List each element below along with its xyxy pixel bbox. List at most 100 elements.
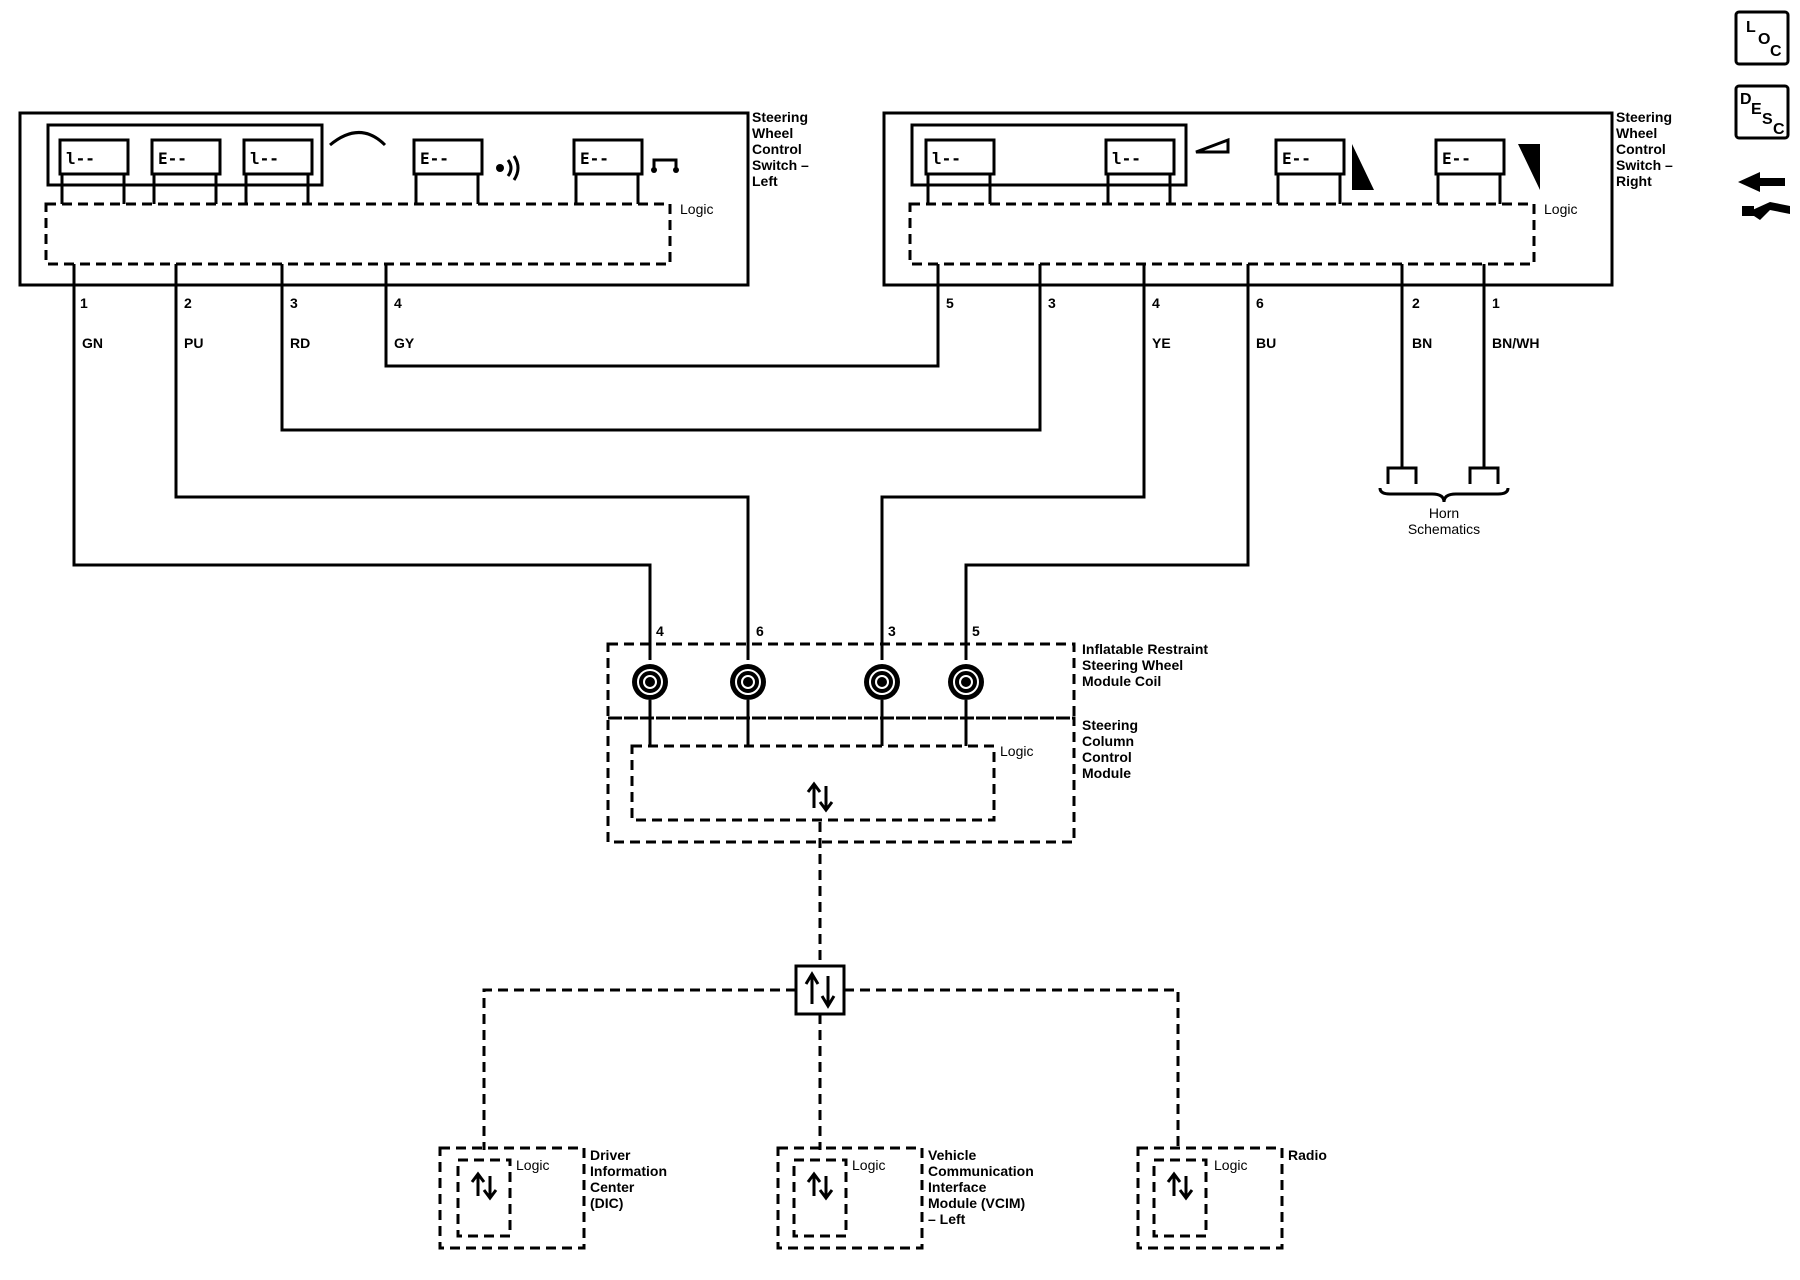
radio-module: Logic Radio <box>1136 1146 1327 1250</box>
svg-text:RD: RD <box>290 335 310 351</box>
vcim-name: Vehicle Communication Interface Module (… <box>928 1147 1034 1227</box>
svg-text:BN/WH: BN/WH <box>1492 335 1539 351</box>
switch-left-logic-label: Logic <box>680 201 713 217</box>
svg-text:L: L <box>1746 19 1756 36</box>
switch-right-name: Steering Wheel Control Switch – Right <box>1616 109 1673 189</box>
wire-rd <box>280 264 1042 432</box>
svg-text:Steering: Steering <box>1082 717 1138 733</box>
svg-text:YE: YE <box>1152 335 1171 351</box>
data-arrows-icon <box>470 1171 498 1201</box>
svg-text:Center: Center <box>590 1179 635 1195</box>
svg-text:2: 2 <box>1412 295 1420 311</box>
svg-text:Driver: Driver <box>590 1147 631 1163</box>
switch-right-logic-label: Logic <box>1544 201 1577 217</box>
switch-left-logic <box>44 202 672 266</box>
svg-text:E: E <box>1751 101 1762 118</box>
svg-text:E--: E-- <box>420 149 449 168</box>
svg-text:l--: l-- <box>250 149 279 168</box>
svg-text:C: C <box>1773 121 1785 138</box>
wire-pu <box>174 264 750 660</box>
dic-module: Logic Driver Information Center (DIC) <box>438 1146 667 1250</box>
svg-text:l--: l-- <box>1112 149 1141 168</box>
switch-left-5: E-- <box>572 138 644 176</box>
coil-spiral-icon <box>864 664 900 700</box>
sccm-logic <box>630 744 996 822</box>
coil-module: 4 6 3 5 Inflatable Restraint Steering Wh… <box>606 623 1208 720</box>
svg-text:Switch –: Switch – <box>1616 157 1673 173</box>
svg-text:Vehicle: Vehicle <box>928 1147 976 1163</box>
wrench-arrow-icon[interactable] <box>1738 172 1790 220</box>
switch-left-name: Steering Wheel Control Switch – Left <box>752 109 809 189</box>
svg-text:5: 5 <box>946 295 954 311</box>
switch-left-module: l-- E-- l-- E-- E-- Lo <box>18 109 809 287</box>
svg-text:BU: BU <box>1256 335 1276 351</box>
svg-text:4: 4 <box>656 623 664 639</box>
desc-icon[interactable]: D E S C <box>1734 84 1790 140</box>
svg-text:4: 4 <box>394 295 402 311</box>
hangup-icon <box>651 158 679 173</box>
svg-text:Information: Information <box>590 1163 667 1179</box>
switch-left-3: l-- <box>242 138 314 176</box>
svg-text:Left: Left <box>752 173 778 189</box>
svg-text:5: 5 <box>972 623 980 639</box>
data-arrows-icon <box>1166 1171 1194 1201</box>
switch-right-1: l-- <box>924 138 996 176</box>
svg-text:Wheel: Wheel <box>1616 125 1657 141</box>
svg-text:6: 6 <box>1256 295 1264 311</box>
data-arrows-icon <box>806 781 834 813</box>
sccm-name: Steering Column Control Module <box>1082 717 1138 781</box>
svg-text:Steering: Steering <box>752 109 808 125</box>
switch-left-1: l-- <box>58 138 130 176</box>
switch-right-logic <box>908 202 1536 266</box>
svg-text:O: O <box>1758 31 1770 48</box>
loc-icon[interactable]: L O C <box>1734 10 1790 66</box>
svg-text:4: 4 <box>1152 295 1160 311</box>
coil-spiral-icon <box>730 664 766 700</box>
svg-text:– Left: – Left <box>928 1211 966 1227</box>
switch-left-4: E-- <box>412 138 484 176</box>
svg-text:Communication: Communication <box>928 1163 1034 1179</box>
horn-connector[interactable]: Horn Schematics <box>1378 466 1510 537</box>
coil-name: Inflatable Restraint Steering Wheel Modu… <box>1082 641 1208 689</box>
wire-ye <box>880 264 1146 660</box>
svg-text:3: 3 <box>888 623 896 639</box>
svg-text:C: C <box>1770 43 1782 60</box>
pin-labels-right: 5 3 4 YE 6 BU 2 BN 1 BN/WH <box>946 295 1539 351</box>
serial-data-icon[interactable] <box>794 964 846 1016</box>
svg-text:3: 3 <box>1048 295 1056 311</box>
svg-text:Module Coil: Module Coil <box>1082 673 1161 689</box>
svg-text:Control: Control <box>752 141 802 157</box>
data-arrows-icon <box>806 1171 834 1201</box>
volume-up-icon <box>1352 144 1374 190</box>
switch-right-4: E-- <box>1434 138 1506 176</box>
radio-name: Radio <box>1288 1147 1327 1163</box>
horn-label-1: Horn <box>1429 505 1459 521</box>
seek-arc-icon <box>329 131 387 147</box>
svg-text:BN: BN <box>1412 335 1432 351</box>
voice-icon <box>496 155 520 181</box>
svg-text:E--: E-- <box>1282 149 1311 168</box>
svg-text:Steering: Steering <box>1616 109 1672 125</box>
svg-text:Control: Control <box>1616 141 1666 157</box>
svg-text:1: 1 <box>1492 295 1500 311</box>
svg-text:(DIC): (DIC) <box>590 1195 623 1211</box>
svg-text:6: 6 <box>756 623 764 639</box>
svg-text:E--: E-- <box>580 149 609 168</box>
svg-text:S: S <box>1762 111 1773 128</box>
svg-text:l--: l-- <box>932 149 961 168</box>
coil-spiral-icon <box>948 664 984 700</box>
pin-labels-left: 1 GN 2 PU 3 RD 4 GY <box>80 295 415 351</box>
svg-text:Module: Module <box>1082 765 1131 781</box>
radio-logic-label: Logic <box>1214 1157 1247 1173</box>
coil-spiral-icon <box>632 664 668 700</box>
serial-data-bus <box>482 988 1180 1150</box>
sccm-logic-label: Logic <box>1000 743 1033 759</box>
svg-text:GN: GN <box>82 335 103 351</box>
svg-text:Switch –: Switch – <box>752 157 809 173</box>
vcim-logic-label: Logic <box>852 1157 885 1173</box>
svg-text:D: D <box>1740 91 1752 108</box>
dic-logic-label: Logic <box>516 1157 549 1173</box>
switch-right-module: l-- l-- E-- E-- Logic Steering Wheel Con… <box>882 109 1673 287</box>
wire-bu <box>964 264 1250 660</box>
svg-text:Control: Control <box>1082 749 1132 765</box>
